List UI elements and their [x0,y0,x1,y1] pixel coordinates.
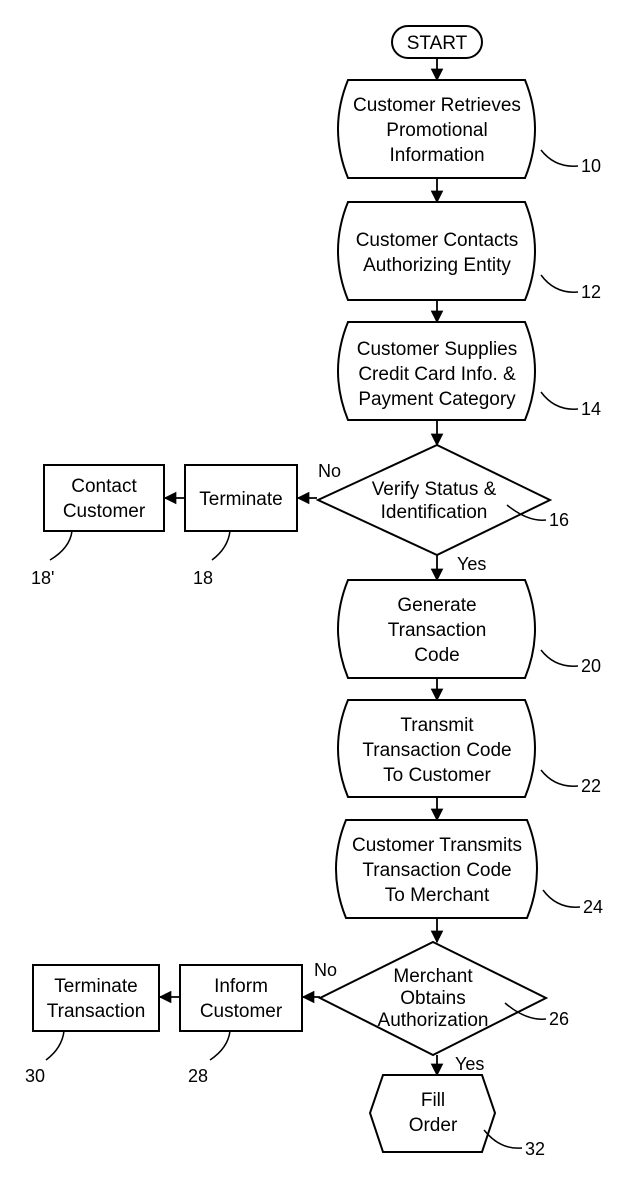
step-24-line-1: Customer Transmits [352,835,522,856]
step-28-line-1: Inform [214,976,268,997]
step-10-line-2: Promotional [386,120,487,141]
step-32-line-1: Fill [421,1090,445,1111]
step-18p-line-2: Customer [63,501,146,522]
step-transmit-transaction-code-to-customer: Transmit Transaction Code To Customer [338,700,535,797]
ref-32: 32 [525,1139,545,1159]
ref-14: 14 [581,399,601,419]
step-10-line-3: Information [389,145,484,166]
ref-10: 10 [581,156,601,176]
leader-30 [46,1031,64,1060]
step-20-line-2: Transaction [388,620,487,641]
leader-10 [541,150,578,166]
step-terminate-transaction: Terminate Transaction [33,965,159,1031]
step-customer-supplies-credit-card-info: Customer Supplies Credit Card Info. & Pa… [338,322,535,420]
ref-16: 16 [549,510,569,530]
step-20-line-3: Code [414,645,459,666]
decision-16-line-2: Identification [381,502,488,523]
decision-26-no-label: No [314,960,337,980]
step-customer-transmits-transaction-code-to-merchant: Customer Transmits Transaction Code To M… [336,820,537,918]
leader-22 [541,770,578,786]
step-22-line-3: To Customer [383,765,491,786]
start-terminal: START [392,26,482,58]
decision-26-yes-label: Yes [455,1054,484,1074]
step-fill-order: Fill Order [370,1075,495,1152]
step-terminate: Terminate [185,465,297,531]
leader-18 [212,531,230,560]
step-28-line-2: Customer [200,1001,283,1022]
decision-16-no-label: No [318,461,341,481]
decision-16-yes-label: Yes [457,554,486,574]
ref-18prime: 18' [31,568,54,588]
step-generate-transaction-code: Generate Transaction Code [338,580,535,678]
step-inform-customer: Inform Customer [180,965,302,1031]
leader-28 [210,1031,230,1060]
step-12-line-1: Customer Contacts [356,230,519,251]
step-18p-line-1: Contact [71,476,137,497]
decision-verify-status-identification: Verify Status & Identification No Yes [318,445,550,574]
step-10-line-1: Customer Retrieves [353,95,521,116]
step-24-line-3: To Merchant [385,885,490,906]
step-12-line-2: Authorizing Entity [363,255,511,276]
ref-30: 30 [25,1066,45,1086]
decision-16-line-1: Verify Status & [372,479,497,500]
decision-26-line-3: Authorization [378,1010,489,1031]
step-30-line-2: Transaction [47,1001,146,1022]
step-customer-retrieves-promotional-information: Customer Retrieves Promotional Informati… [338,80,535,178]
step-customer-contacts-authorizing-entity: Customer Contacts Authorizing Entity [338,202,535,300]
ref-20: 20 [581,656,601,676]
step-14-line-3: Payment Category [358,389,516,410]
leader-32 [484,1130,522,1148]
leader-14 [541,392,578,409]
ref-12: 12 [581,282,601,302]
step-30-line-1: Terminate [54,976,137,997]
step-22-line-1: Transmit [400,715,474,736]
decision-26-line-2: Obtains [400,988,465,1009]
ref-26: 26 [549,1009,569,1029]
step-22-line-2: Transaction Code [362,740,511,761]
step-14-line-1: Customer Supplies [357,339,518,360]
leader-20 [541,650,578,666]
ref-18: 18 [193,568,213,588]
leader-24 [543,890,580,907]
step-24-line-2: Transaction Code [362,860,511,881]
ref-28: 28 [188,1066,208,1086]
step-14-line-2: Credit Card Info. & [358,364,516,385]
step-32-line-2: Order [409,1115,458,1136]
step-20-line-1: Generate [397,595,476,616]
decision-26-line-1: Merchant [393,966,473,987]
step-18-line-1: Terminate [199,489,282,510]
leader-18prime [50,531,72,560]
ref-22: 22 [581,776,601,796]
leader-12 [541,275,578,292]
step-contact-customer: Contact Customer [44,465,164,531]
ref-24: 24 [583,897,603,917]
start-label: START [407,33,468,54]
